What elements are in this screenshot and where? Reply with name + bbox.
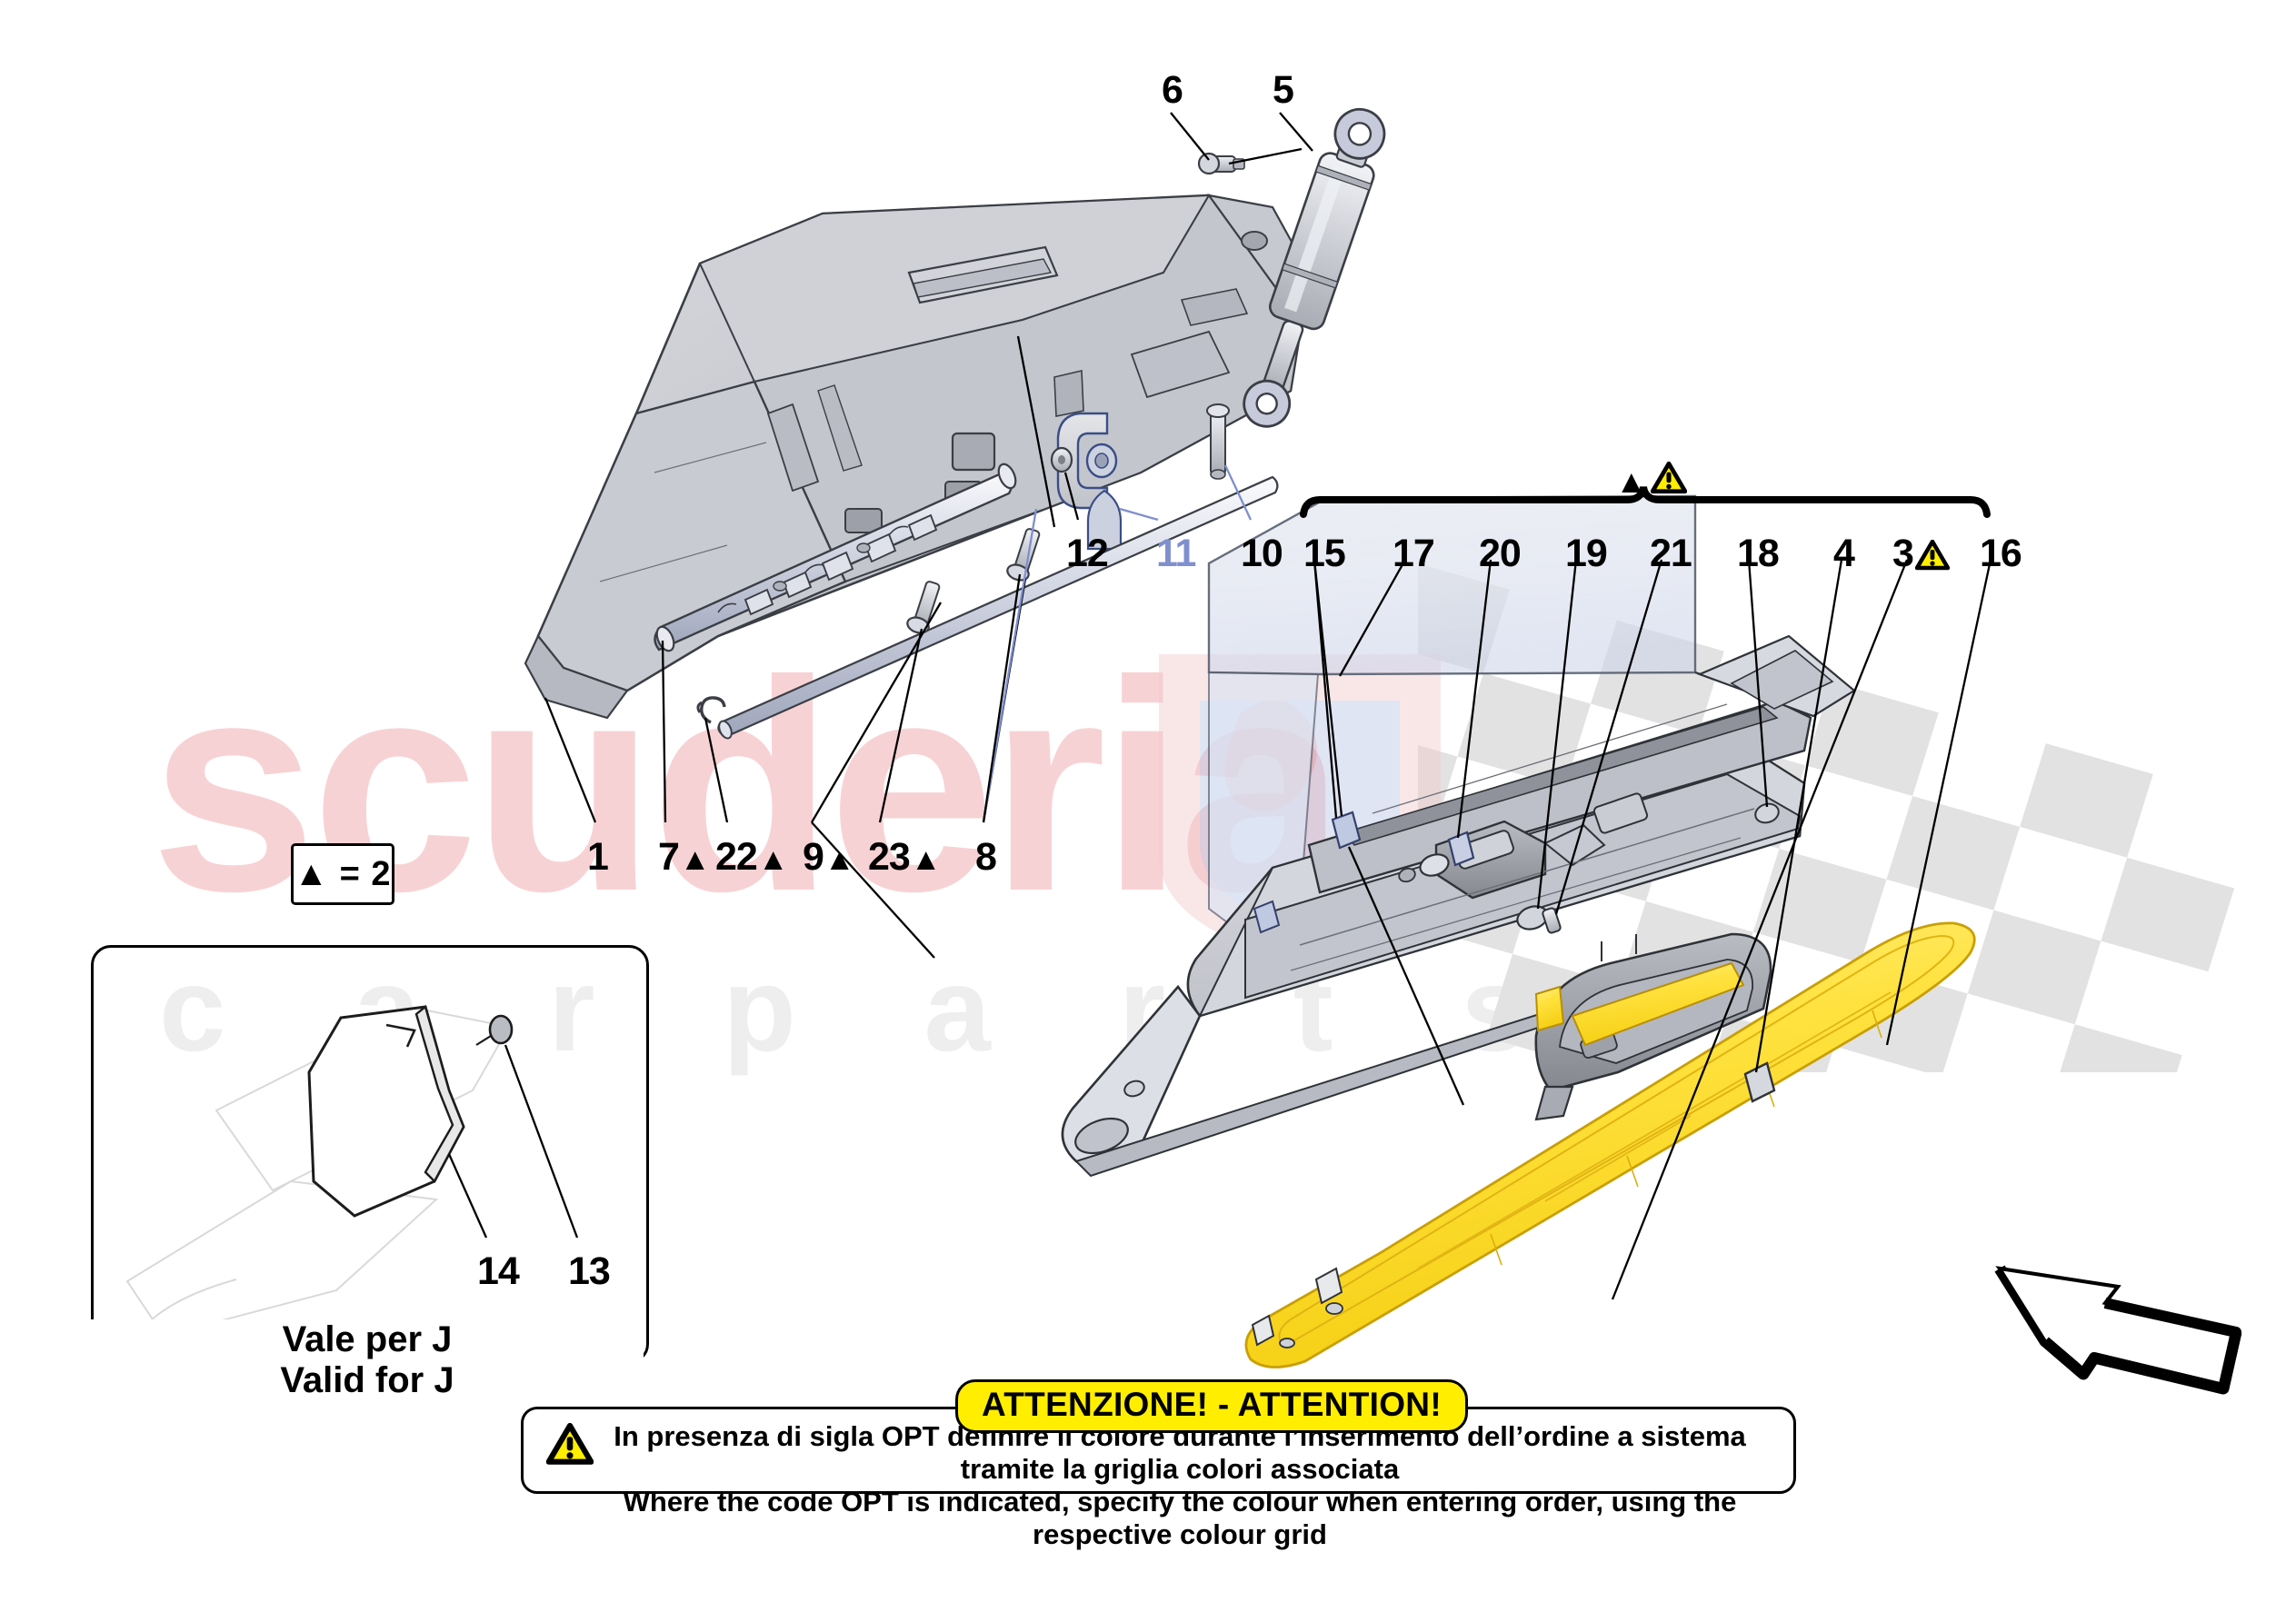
part-yellow-trim-strip [1244,921,1976,1368]
callout-18[interactable]: 18 [1737,532,1780,575]
orientation-arrow-icon [1994,1265,2242,1395]
part-glovebox-door-assembly [1061,494,1856,1178]
callout-16[interactable]: 16 [1980,532,2022,575]
callout-17[interactable]: 17 [1393,532,1435,575]
group-bracket [1300,486,1991,518]
callout-14[interactable]: 14 [477,1249,520,1293]
part-pin-21 [1542,907,1562,934]
callout-9[interactable]: 9▲ [803,838,855,877]
qty-triangle-icon: ▲ [757,842,789,877]
callout-15[interactable]: 15 [1303,532,1346,575]
callout-3-label: 3 [1892,532,1914,575]
callout-18-label: 18 [1737,532,1780,575]
callout-10-label: 10 [1241,532,1283,575]
callout-4-label: 4 [1833,532,1855,575]
attention-banner: In presenza di sigla OPT definire il col… [521,1379,1796,1550]
quantity-legend-box: ▲ = 2 [291,843,394,905]
attention-line-en: Where the code OPT is indicated, specify… [623,1486,1737,1550]
callout-6[interactable]: 6 [1162,71,1183,110]
callout-20[interactable]: 20 [1479,532,1522,575]
part-hinge-rail [654,463,1017,652]
part-clip-15b [1253,900,1281,934]
callout-15-label: 15 [1303,532,1346,575]
callout-11-label: 11 [1156,532,1196,575]
callout-4[interactable]: 4 [1833,532,1855,575]
callout-23-label: 23 [868,835,911,879]
quantity-legend-label: ▲ = 2 [294,854,392,893]
part-clip-15 [1331,811,1362,850]
callout-13-label: 13 [568,1249,611,1293]
callout-1-label: 1 [587,835,609,879]
part-bushing [1050,446,1073,473]
inset-illustration [125,1004,579,1338]
callout-9-label: 9 [803,835,824,879]
attention-text: In presenza di sigla OPT definire il col… [594,1420,1766,1551]
callout-21-label: 21 [1650,532,1692,575]
callout-12-label: 12 [1066,532,1109,575]
callout-5[interactable]: 5 [1273,68,1294,112]
part-small-clip-3 [1743,1061,1776,1103]
callout-3[interactable]: 3 [1892,534,1950,578]
callout-8-label: 8 [975,835,997,879]
part-hinge-bracket [1056,412,1123,551]
callout-7[interactable]: 7▲ [658,838,711,877]
callout-22[interactable]: 22▲ [715,838,789,877]
callout-7-label: 7 [658,835,680,879]
qty-triangle-icon: ▲ [679,842,711,877]
callout-19[interactable]: 19 [1565,532,1608,575]
callout-21[interactable]: 21 [1650,534,1692,573]
inset-caption-en: Valid for J [280,1360,454,1400]
callout-16-label: 16 [1980,532,2022,575]
part-gas-strut [1243,107,1386,428]
callout-12[interactable]: 12 [1066,532,1109,575]
callout-8[interactable]: 8 [975,835,997,879]
leader-lines [544,112,1992,1300]
bracket-triangle-icon: ▲ [1615,463,1648,500]
callout-23[interactable]: 23▲ [868,838,942,877]
callout-11[interactable]: 11 [1156,532,1196,575]
callout-10[interactable]: 10 [1241,534,1283,573]
callout-6-label: 6 [1162,68,1183,112]
callout-1[interactable]: 1 [587,835,609,879]
callout-22-label: 22 [715,835,758,879]
qty-triangle-icon: ▲ [824,842,855,877]
part-circlip [696,696,726,724]
inset-caption: Vale per J Valid for J [91,1319,644,1401]
part-handle-bracket [1534,932,1772,1121]
qty-triangle-icon: ▲ [910,842,942,877]
callout-19-label: 19 [1565,532,1608,575]
callout-5-label: 5 [1273,68,1294,112]
attention-pill: ATTENZIONE! - ATTENTION! [955,1379,1468,1433]
warning-triangle-icon [1914,539,1950,578]
part-long-rod [717,475,1279,740]
part-pin-8a [1006,528,1041,582]
warning-triangle-icon [545,1422,594,1470]
bracket-warning-icon [1650,461,1688,499]
part-pin-23 [906,581,941,634]
part-rivet-18 [1754,802,1780,824]
callout-20-label: 20 [1479,532,1522,575]
inset-panel [91,945,649,1364]
callout-17-label: 17 [1393,532,1435,575]
part-pin-10 [1206,403,1230,480]
inset-caption-it: Vale per J [282,1319,453,1359]
part-clip-20 [1447,831,1475,867]
callout-14-label: 14 [477,1249,520,1293]
callout-13[interactable]: 13 [568,1249,611,1293]
